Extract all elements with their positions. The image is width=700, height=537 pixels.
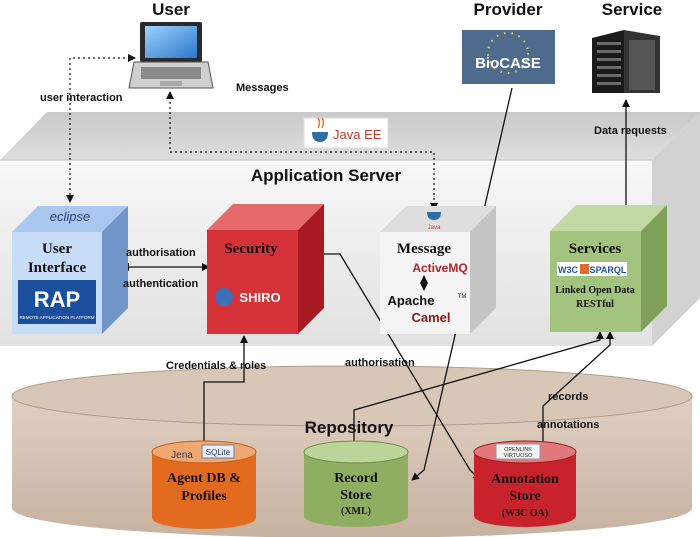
sqlite-logo-text: SQLite (206, 448, 231, 457)
user-interaction-label: user interaction (40, 92, 123, 104)
messages-label: Messages (236, 82, 289, 94)
annotation-store-line2: Store (509, 489, 541, 504)
sparql-icon (580, 264, 589, 274)
sqlite-logo (201, 444, 235, 459)
java-cup-icon (427, 212, 441, 220)
w3c-logo-text: W3C (558, 265, 579, 275)
record-store-cylinder: Record Store (XML) (303, 440, 409, 527)
apache-logo: Apache (388, 293, 435, 308)
user-interface-box: eclipse User Interface RAP REMOTE APPLIC… (12, 206, 128, 334)
sparql-logo-text: SPARQL (590, 265, 627, 275)
record-store-line1: Record (334, 471, 378, 486)
annotation-store-cylinder: OPENLINK VIRTUOSO Annotation Store (W3C … (473, 440, 577, 527)
w3c-sparql-logo (557, 262, 627, 276)
trademark-symbol: TM (458, 294, 467, 300)
services-title: Services (569, 241, 622, 257)
shiro-logo-text: SHIRO (239, 290, 280, 305)
virtuoso-logo (495, 443, 541, 460)
agent-db-line2: Profiles (181, 489, 227, 504)
messages-line (166, 91, 438, 211)
rap-logo-subtext: REMOTE APPLICATION PLATFORM (19, 315, 94, 320)
message-box: Java Message ActiveMQ Apache Camel TM (380, 206, 496, 334)
laptop-icon (128, 22, 214, 89)
credentials-label: Credentials & roles (166, 360, 266, 372)
services-box: Services W3C SPARQL Linked Open Data RES… (550, 205, 667, 332)
services-line1: Linked Open Data (555, 285, 634, 296)
user-header: User (152, 0, 190, 19)
credentials-line (203, 335, 248, 442)
user-interaction-line (66, 54, 136, 203)
virtuoso-logo-text1: OPENLINK (504, 447, 532, 453)
ui-title-line2: Interface (28, 260, 87, 276)
services-line2: RESTful (576, 299, 614, 310)
records-label: records (548, 391, 588, 403)
authorisation-repo-label: authorisation (345, 357, 415, 369)
authentication-label: authentication (123, 278, 198, 290)
biocase-logo: BioCASE (462, 30, 555, 84)
eclipse-logo: eclipse (50, 209, 90, 224)
virtuoso-logo-text2: VIRTUOSO (504, 453, 533, 459)
records-line (353, 331, 604, 446)
shiro-icon (215, 288, 233, 306)
service-header: Service (602, 0, 663, 19)
agent-db-cylinder: Jena SQLite Agent DB & Profiles (151, 440, 257, 529)
security-title: Security (224, 241, 278, 257)
activemq-logo: ActiveMQ (412, 261, 467, 275)
app-server-title: Application Server (251, 166, 402, 185)
message-title: Message (397, 241, 451, 257)
data-requests-label: Data requests (594, 125, 667, 137)
ui-title-line1: User (42, 241, 72, 257)
agent-db-line1: Agent DB & (167, 471, 241, 486)
rap-logo-text: RAP (34, 287, 80, 312)
camel-logo: Camel (411, 310, 450, 325)
record-store-line3: (XML) (341, 506, 371, 517)
message-java-label: Java (428, 225, 441, 231)
record-store-line2: Store (340, 488, 372, 503)
jena-logo: Jena (171, 450, 193, 461)
annotations-label: annotations (537, 419, 599, 431)
provider-header: Provider (474, 0, 543, 19)
annotation-store-line3: (W3C OA) (502, 508, 548, 519)
javaee-logo: Java EE (303, 117, 389, 149)
security-box: Security SHIRO (207, 204, 324, 334)
authorisation-ui-label: authorisation (126, 247, 196, 259)
annotation-store-line1: Annotation (491, 472, 559, 487)
server-rack-icon (592, 30, 660, 93)
biocase-logo-text: BioCASE (475, 55, 541, 72)
annotations-line (542, 331, 614, 446)
rap-logo (18, 280, 96, 324)
repository-title: Repository (305, 418, 394, 437)
javaee-label: Java EE (333, 127, 382, 142)
